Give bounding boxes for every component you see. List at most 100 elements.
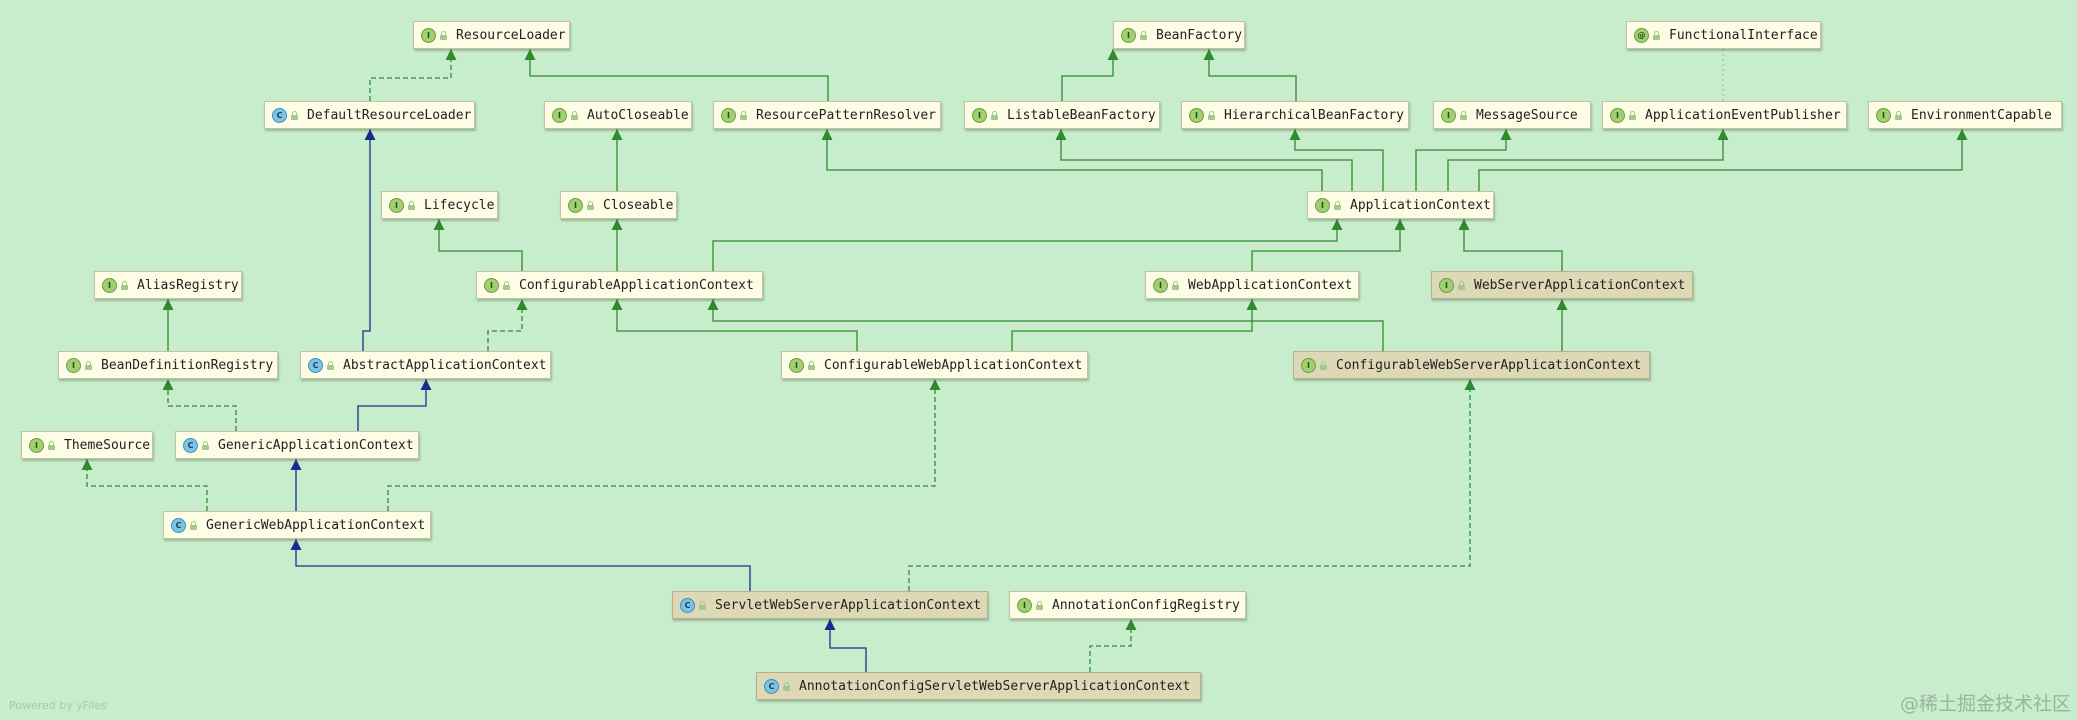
node-web-server-application-context[interactable]: I WebServerApplicationContext bbox=[1431, 271, 1693, 299]
arrowhead-generic-application-context-to-bean-definition-registry bbox=[162, 379, 174, 390]
public-lock-icon bbox=[1458, 280, 1465, 290]
edge-generic-application-context-to-bean-definition-registry bbox=[167, 379, 237, 431]
public-lock-icon bbox=[1653, 30, 1660, 40]
public-lock-icon bbox=[1320, 360, 1327, 370]
node-theme-source[interactable]: I ThemeSource bbox=[21, 431, 153, 459]
edge-abstract-application-context-to-default-resource-loader bbox=[362, 129, 371, 351]
node-abstract-application-context[interactable]: C AbstractApplicationContext bbox=[300, 351, 551, 379]
interface-badge-icon: I bbox=[568, 197, 583, 213]
interface-badge-icon: I bbox=[1017, 597, 1032, 613]
edge-web-server-application-context-to-application-context bbox=[1463, 219, 1563, 271]
edge-configurable-web-server-application-context-to-configurable-application-context bbox=[712, 299, 1384, 351]
node-functional-interface[interactable]: @ FunctionalInterface bbox=[1626, 21, 1821, 49]
node-label: ConfigurableWebServerApplicationContext bbox=[1336, 357, 1642, 373]
edge-abstract-application-context-to-configurable-application-context bbox=[487, 299, 523, 351]
node-label: GenericApplicationContext bbox=[218, 437, 414, 453]
public-lock-icon bbox=[1895, 110, 1902, 120]
node-generic-application-context[interactable]: C GenericApplicationContext bbox=[175, 431, 419, 459]
public-lock-icon bbox=[408, 200, 415, 210]
node-bean-factory[interactable]: I BeanFactory bbox=[1113, 21, 1245, 49]
edge-configurable-application-context-to-lifecycle bbox=[438, 219, 523, 271]
interface-badge-icon: I bbox=[29, 437, 44, 453]
node-label: AnnotationConfigRegistry bbox=[1052, 597, 1240, 613]
node-resource-loader[interactable]: I ResourceLoader bbox=[413, 21, 570, 49]
node-default-resource-loader[interactable]: C DefaultResourceLoader bbox=[264, 101, 475, 129]
class-badge-icon: C bbox=[680, 597, 695, 613]
node-label: FunctionalInterface bbox=[1669, 27, 1818, 43]
node-label: ThemeSource bbox=[64, 437, 151, 453]
arrowhead-annotation-config-servlet-web-server-application-context-to-servlet-web-server-application-context bbox=[824, 619, 836, 630]
node-label: ResourceLoader bbox=[456, 27, 566, 43]
interface-badge-icon: I bbox=[421, 27, 436, 43]
node-label: ListableBeanFactory bbox=[1007, 107, 1156, 123]
public-lock-icon bbox=[699, 600, 706, 610]
node-label: WebServerApplicationContext bbox=[1474, 277, 1686, 293]
interface-badge-icon: I bbox=[1439, 277, 1454, 293]
edge-application-context-to-environment-capable bbox=[1478, 129, 1963, 191]
node-label: AbstractApplicationContext bbox=[343, 357, 547, 373]
interface-badge-icon: I bbox=[484, 277, 499, 293]
node-label: AnnotationConfigServletWebServerApplicat… bbox=[799, 678, 1191, 694]
node-annotation-config-registry[interactable]: I AnnotationConfigRegistry bbox=[1009, 591, 1246, 619]
powered-by-label: Powered by yFiles bbox=[9, 699, 107, 712]
public-lock-icon bbox=[1334, 200, 1341, 210]
edge-default-resource-loader-to-resource-loader bbox=[369, 49, 452, 101]
interface-badge-icon: I bbox=[66, 357, 81, 373]
arrowhead-application-context-to-environment-capable bbox=[1956, 129, 1968, 140]
node-configurable-web-server-application-context[interactable]: I ConfigurableWebServerApplicationContext bbox=[1293, 351, 1650, 379]
public-lock-icon bbox=[121, 280, 128, 290]
node-label: ApplicationContext bbox=[1350, 197, 1491, 213]
edge-hierarchical-bean-factory-to-bean-factory bbox=[1208, 49, 1297, 101]
node-label: BeanFactory bbox=[1156, 27, 1243, 43]
arrowhead-generic-web-application-context-to-configurable-web-application-context bbox=[929, 379, 941, 390]
arrowhead-bean-definition-registry-to-alias-registry bbox=[162, 299, 174, 310]
edge-configurable-web-application-context-to-web-application-context bbox=[1011, 299, 1253, 351]
public-lock-icon bbox=[85, 360, 92, 370]
edge-generic-web-application-context-to-configurable-web-application-context bbox=[387, 379, 936, 511]
arrowhead-application-context-to-listable-bean-factory bbox=[1055, 129, 1067, 140]
node-label: ConfigurableWebApplicationContext bbox=[824, 357, 1083, 373]
interface-badge-icon: I bbox=[1121, 27, 1136, 43]
public-lock-icon bbox=[327, 360, 334, 370]
class-badge-icon: C bbox=[308, 357, 323, 373]
public-lock-icon bbox=[440, 30, 447, 40]
node-label: WebApplicationContext bbox=[1188, 277, 1353, 293]
class-badge-icon: C bbox=[183, 437, 198, 453]
arrowhead-application-context-to-hierarchical-bean-factory bbox=[1289, 129, 1301, 140]
arrowhead-application-context-to-resource-pattern-resolver bbox=[821, 129, 833, 140]
public-lock-icon bbox=[740, 110, 747, 120]
annotation-badge-icon: @ bbox=[1634, 27, 1649, 43]
public-lock-icon bbox=[1036, 600, 1043, 610]
arrowhead-servlet-web-server-application-context-to-generic-web-application-context bbox=[290, 539, 302, 550]
node-label: DefaultResourceLoader bbox=[307, 107, 472, 123]
arrowhead-default-resource-loader-to-resource-loader bbox=[445, 49, 457, 60]
interface-badge-icon: I bbox=[1301, 357, 1316, 373]
public-lock-icon bbox=[783, 681, 790, 691]
arrowhead-generic-web-application-context-to-theme-source bbox=[81, 459, 93, 470]
arrowhead-configurable-web-application-context-to-configurable-application-context bbox=[611, 299, 623, 310]
node-label: MessageSource bbox=[1476, 107, 1578, 123]
arrowhead-generic-web-application-context-to-generic-application-context bbox=[290, 459, 302, 470]
node-label: ApplicationEventPublisher bbox=[1645, 107, 1841, 123]
edge-annotation-config-servlet-web-server-application-context-to-servlet-web-server-application-context bbox=[829, 619, 867, 672]
class-badge-icon: C bbox=[272, 107, 287, 123]
public-lock-icon bbox=[587, 200, 594, 210]
